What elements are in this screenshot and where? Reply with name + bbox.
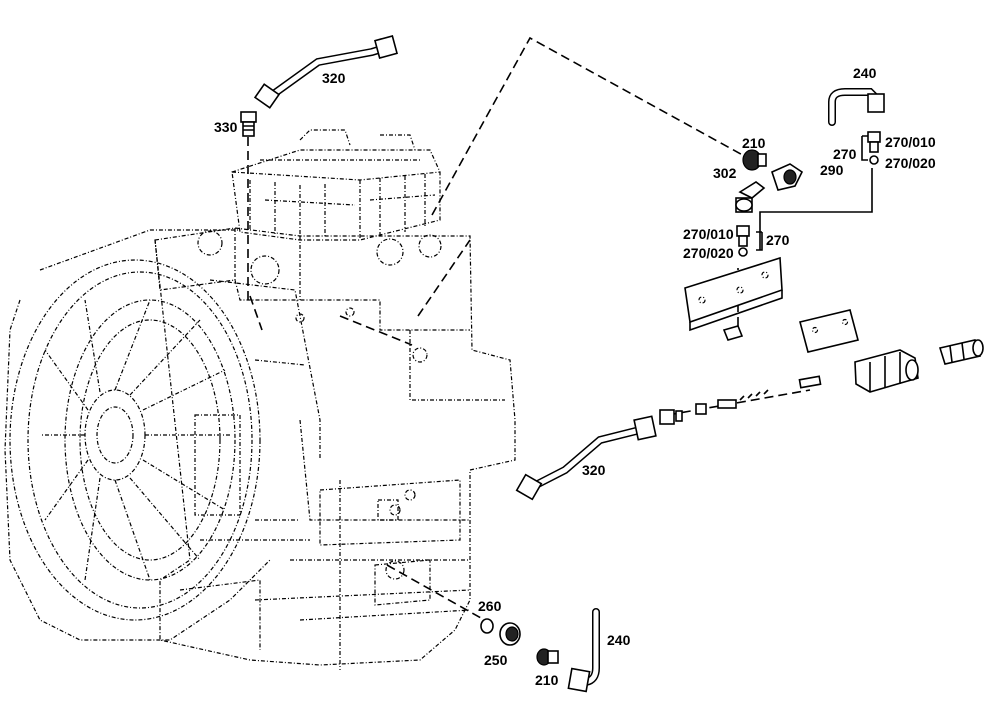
pipe-240-bottom [567,608,600,693]
label-270-010-right: 270/010 [885,134,936,150]
label-270-010-left: 270/010 [683,226,734,242]
pipe-320-top [253,34,399,109]
transmission-housing [154,227,516,670]
label-260: 260 [478,598,502,614]
cover-plate [799,309,859,353]
fittings-upper-group [735,149,804,213]
label-302: 302 [713,165,737,181]
label-320-top: 320 [322,70,346,86]
plug-250 [499,622,521,646]
fitting-210-bottom [536,648,559,666]
fitting-270-left [736,225,763,257]
label-270-mid: 270 [766,232,790,248]
pipe-240-top [828,88,885,126]
label-240-bottom: 240 [607,632,631,648]
fitting-330 [240,111,257,137]
label-240-top: 240 [853,65,877,81]
solenoid-valve [854,349,919,393]
label-210-top: 210 [742,135,766,151]
label-270-right: 270 [833,146,857,162]
label-270-020-left: 270/020 [683,245,734,261]
label-270-020-right: 270/020 [885,155,936,171]
leader-lines [247,36,873,623]
label-320-bottom: 320 [582,462,606,478]
pipe-320-bottom [515,415,657,501]
converter-bell [4,229,321,641]
o-ring-260 [480,618,494,634]
control-valve-block [231,129,441,241]
label-250: 250 [484,652,508,668]
label-330: 330 [214,119,238,135]
valve-plate [684,256,783,341]
label-290: 290 [820,162,844,178]
spring-parts [659,375,822,425]
label-210-bottom: 210 [535,672,559,688]
fitting-270-right [861,131,881,165]
solenoid-valve-small [938,339,984,365]
